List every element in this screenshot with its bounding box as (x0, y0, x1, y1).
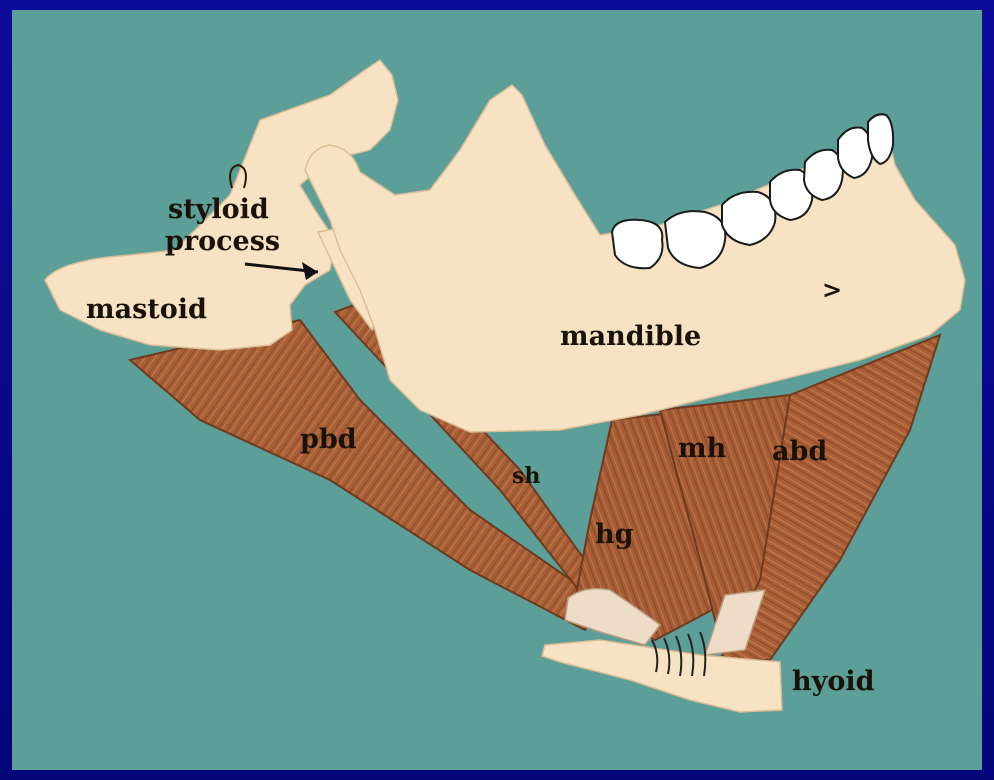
label-hg: hg (595, 519, 634, 550)
diagram-panel: styloid process mastoid mandible > pbd s… (12, 10, 982, 770)
tooth-3 (722, 192, 775, 245)
tooth-7 (868, 114, 893, 164)
label-abd: abd (772, 436, 827, 467)
label-mark: > (822, 275, 842, 304)
label-styloid-line2: process (165, 226, 280, 257)
label-mastoid: mastoid (86, 294, 207, 325)
label-mh: mh (678, 433, 727, 464)
tooth-1 (612, 220, 663, 268)
label-styloid-line1: styloid (168, 194, 269, 225)
label-mandible: mandible (560, 321, 701, 352)
label-pbd: pbd (300, 424, 357, 455)
anatomy-diagram: styloid process mastoid mandible > pbd s… (12, 10, 982, 770)
label-hyoid: hyoid (792, 666, 875, 697)
label-sh: sh (512, 463, 540, 489)
